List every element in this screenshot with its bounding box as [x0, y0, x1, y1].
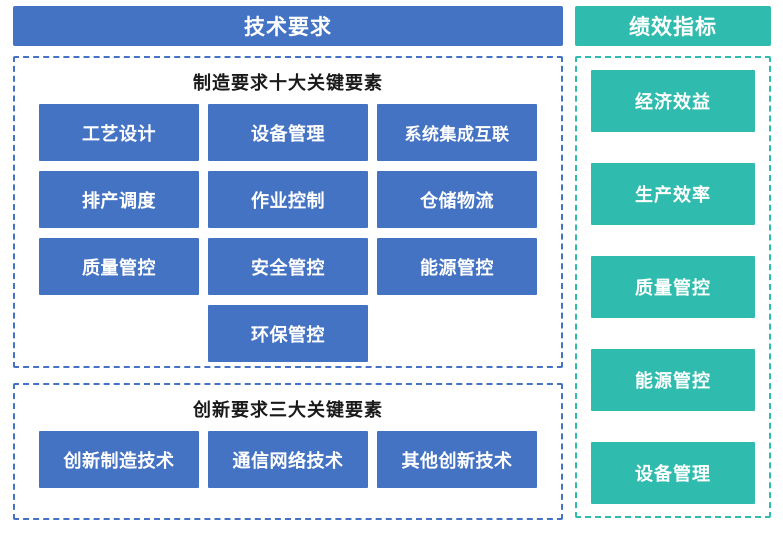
performance-indicators-panel: 经济效益 生产效率 质量管控 能源管控 设备管理	[575, 56, 771, 518]
innovation-section-title: 创新要求三大关键要素	[193, 400, 383, 420]
technical-requirements-column: 技术要求 制造要求十大关键要素 工艺设计 设备管理 系统集成互联 排产调度 作业…	[13, 6, 563, 530]
manufacturing-item-shebeiguanli[interactable]: 设备管理	[208, 104, 368, 161]
manufacturing-item-zuoyekongzhi[interactable]: 作业控制	[208, 171, 368, 228]
manufacturing-item-cangchuwuliu[interactable]: 仓储物流	[377, 171, 537, 228]
manufacturing-item-huanbaoguankong[interactable]: 环保管控	[208, 305, 368, 362]
manufacturing-section-title: 制造要求十大关键要素	[193, 73, 383, 93]
manufacturing-items-grid: 工艺设计 设备管理 系统集成互联 排产调度 作业控制 仓储物流 质量管控 安全管…	[39, 104, 537, 295]
manufacturing-item-paichandiaodu[interactable]: 排产调度	[39, 171, 199, 228]
kpi-item-shebeiguanli[interactable]: 设备管理	[591, 442, 755, 504]
manufacturing-requirements-panel: 制造要求十大关键要素 工艺设计 设备管理 系统集成互联 排产调度 作业控制 仓储…	[13, 56, 563, 368]
innovation-item-tongxinwangluojishu[interactable]: 通信网络技术	[208, 431, 368, 488]
innovation-requirements-panel: 创新要求三大关键要素 创新制造技术 通信网络技术 其他创新技术	[13, 383, 563, 520]
manufacturing-item-anquanguankong[interactable]: 安全管控	[208, 238, 368, 295]
performance-indicators-column: 绩效指标 经济效益 生产效率 质量管控 能源管控 设备管理	[575, 6, 771, 530]
innovation-items-grid: 创新制造技术 通信网络技术 其他创新技术	[39, 431, 537, 488]
kpi-item-nengyuanguankong[interactable]: 能源管控	[591, 349, 755, 411]
kpi-item-jingjixiaoyi[interactable]: 经济效益	[591, 70, 755, 132]
manufacturing-item-nengyuanguankong[interactable]: 能源管控	[377, 238, 537, 295]
manufacturing-item-gongyisheji[interactable]: 工艺设计	[39, 104, 199, 161]
kpi-item-zhiliangguankong[interactable]: 质量管控	[591, 256, 755, 318]
kpi-item-shengchanxiaolv[interactable]: 生产效率	[591, 163, 755, 225]
manufacturing-item-xitongjichenghulian[interactable]: 系统集成互联	[377, 104, 537, 161]
performance-indicators-header: 绩效指标	[575, 6, 771, 46]
innovation-item-qitachuangxinjishu[interactable]: 其他创新技术	[377, 431, 537, 488]
technical-requirements-header: 技术要求	[13, 6, 563, 46]
manufacturing-item-zhiliangguankong[interactable]: 质量管控	[39, 238, 199, 295]
innovation-item-chuangxinzhizaojishu[interactable]: 创新制造技术	[39, 431, 199, 488]
manufacturing-items-grid-last-row: 环保管控	[39, 305, 537, 362]
